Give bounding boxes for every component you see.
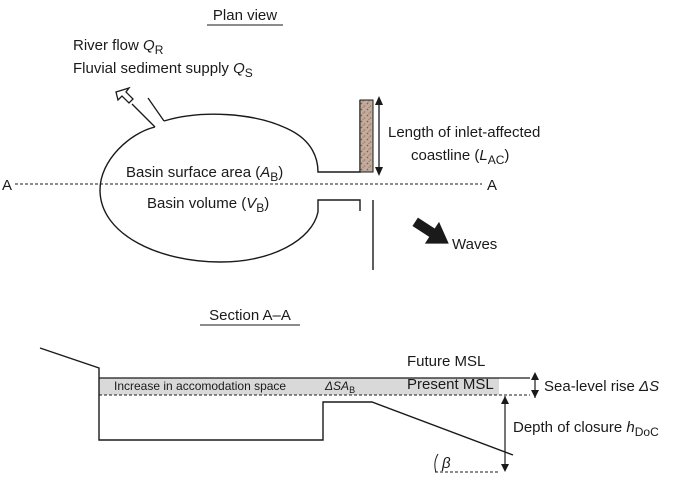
slope-angle-beta-label: β bbox=[441, 455, 451, 472]
basin-outline-lower bbox=[99, 126, 361, 263]
depth-of-closure-label: Depth of closure hDoC bbox=[513, 419, 659, 439]
doc-arrow-head-bottom-icon bbox=[501, 464, 509, 472]
section-marker-right: A bbox=[487, 177, 497, 194]
slr-arrow-head-top-icon bbox=[531, 372, 539, 380]
river-bank-left bbox=[131, 103, 156, 128]
slr-arrow-head-bottom-icon bbox=[531, 390, 539, 398]
basin-outline-upper bbox=[163, 100, 361, 173]
accommodation-band bbox=[99, 378, 499, 395]
coastline-arrow-head-bottom-icon bbox=[375, 167, 383, 176]
accommodation-label: Increase in accomodation space bbox=[114, 379, 286, 393]
section-view-title: Section A–A bbox=[209, 307, 291, 324]
plan-view-title: Plan view bbox=[213, 7, 277, 24]
section-marker-left: A bbox=[2, 177, 12, 194]
coastline-length-label-2: coastline (LAC) bbox=[411, 147, 509, 167]
present-msl-label: Present MSL bbox=[407, 376, 494, 393]
basin-area-label: Basin surface area (AB) bbox=[126, 164, 283, 184]
sediment-supply-label: Fluvial sediment supply QS bbox=[73, 60, 253, 80]
doc-arrow-head-top-icon bbox=[501, 396, 509, 404]
inlet-affected-coastline-strip bbox=[359, 99, 374, 173]
future-msl-label: Future MSL bbox=[407, 353, 485, 370]
waves-arrow-icon bbox=[412, 217, 449, 244]
coastline-length-label-1: Length of inlet-affected bbox=[388, 124, 540, 141]
basin-volume-label: Basin volume (VB) bbox=[147, 195, 269, 215]
sea-level-rise-label: Sea-level rise ΔS bbox=[544, 378, 659, 395]
coastline-arrow-head-top-icon bbox=[375, 96, 383, 105]
waves-label: Waves bbox=[452, 236, 497, 253]
slope-angle-arc bbox=[434, 453, 439, 473]
river-flow-arrow-icon bbox=[115, 86, 134, 104]
river-flow-label: River flow QR bbox=[73, 37, 164, 57]
delta-sa-label: ΔSAB bbox=[324, 379, 355, 395]
terrain-profile bbox=[39, 347, 514, 456]
river-bank-right bbox=[147, 97, 165, 122]
